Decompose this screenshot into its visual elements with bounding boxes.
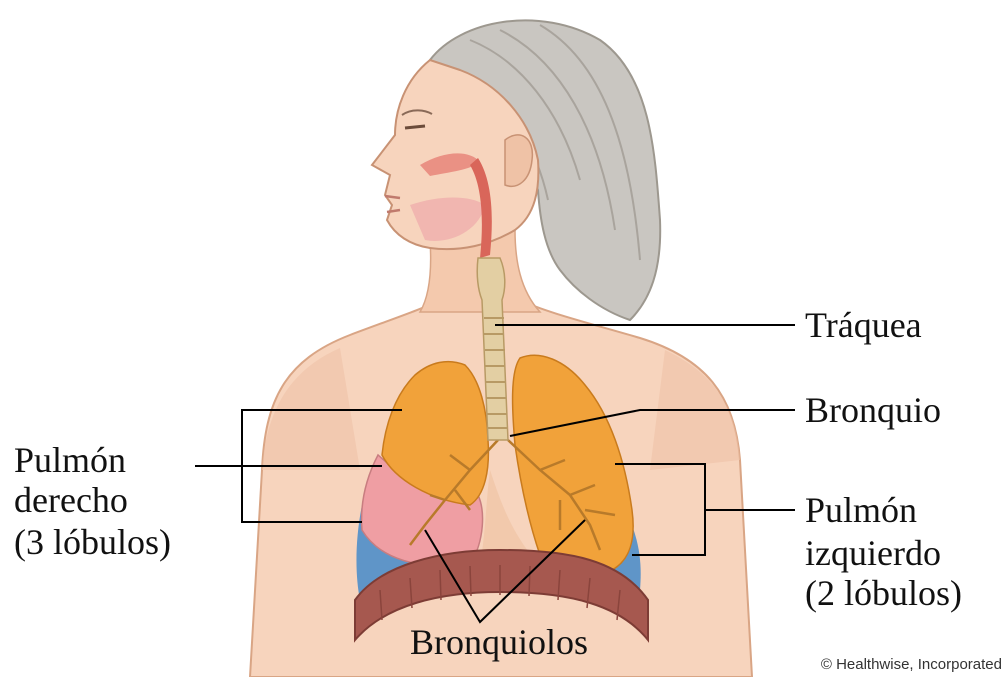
label-right-lung-1: Pulmón bbox=[14, 440, 126, 480]
label-left-lung-1: Pulmón bbox=[805, 490, 917, 530]
label-bronchioles: Bronquiolos bbox=[410, 622, 588, 662]
label-right-lung-2: derecho bbox=[14, 480, 128, 520]
label-trachea: Tráquea bbox=[805, 305, 922, 345]
label-left-lung-3: (2 lóbulos) bbox=[805, 573, 962, 613]
label-bronchus: Bronquio bbox=[805, 390, 941, 430]
label-right-lung-3: (3 lóbulos) bbox=[14, 522, 171, 562]
eye bbox=[405, 126, 425, 128]
label-left-lung-2: izquierdo bbox=[805, 533, 941, 573]
copyright-notice: © Healthwise, Incorporated bbox=[821, 656, 1002, 673]
